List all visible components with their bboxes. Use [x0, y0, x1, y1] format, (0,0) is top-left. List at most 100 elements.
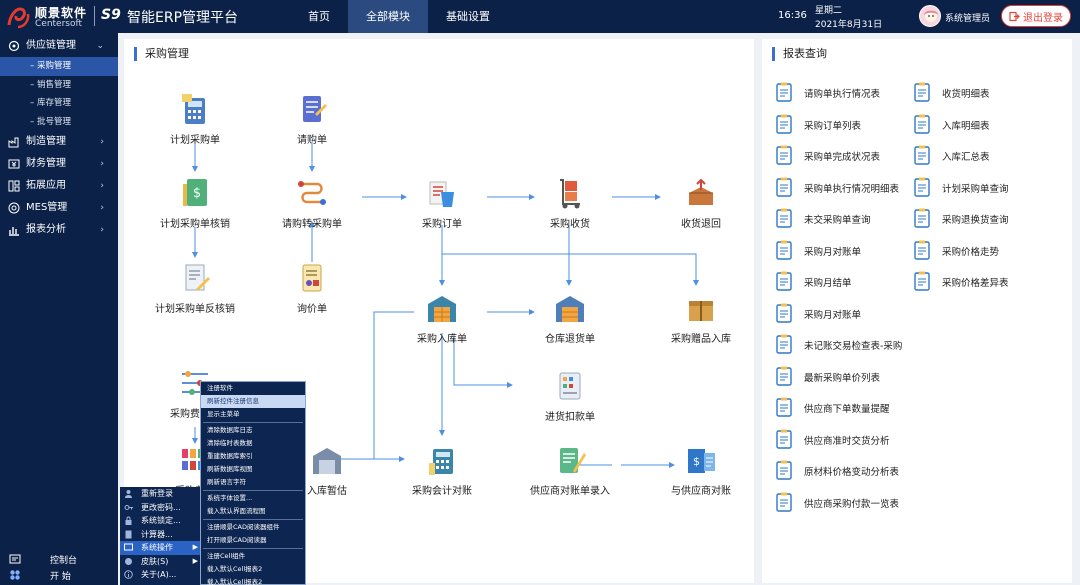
- menu-item-calculator[interactable]: 计算器...: [120, 528, 202, 542]
- flow-node-plan-unwriteoff[interactable]: 计划采购单反核销: [140, 261, 250, 315]
- report-label: 采购月对账单: [804, 246, 862, 258]
- start-context-menu: 重新登录 更改密码... 系统锁定... 计算器... 系统操作▶ 皮肤(S)▶…: [120, 487, 202, 585]
- tab-home[interactable]: 首页: [308, 10, 330, 23]
- sidebar-item-sales[interactable]: – 销售管理: [30, 79, 71, 90]
- flow-node-supplier-entry[interactable]: 供应商对账单录入: [515, 443, 625, 497]
- sidebar-group-reports[interactable]: 报表分析 ›: [0, 219, 118, 241]
- submenu-item[interactable]: 重建数据库索引: [207, 452, 253, 460]
- sidebar-group-mes[interactable]: MES管理 ›: [0, 197, 118, 219]
- report-doc-icon: [914, 208, 930, 228]
- node-label: 采购收货: [550, 219, 590, 230]
- flow-node-requisition[interactable]: 请购单: [257, 92, 367, 146]
- flow-node-plan-writeoff[interactable]: $ 计划采购单核销: [140, 176, 250, 230]
- username[interactable]: 系统管理员: [945, 14, 991, 24]
- sidebar-group-label: 报表分析: [26, 224, 66, 235]
- report-doc-icon: [776, 334, 792, 354]
- flow-node-inquiry[interactable]: 询价单: [257, 261, 367, 315]
- submenu-item[interactable]: 载入默认Cell报表2: [207, 578, 263, 585]
- sidebar-group-label: 制造管理: [26, 136, 66, 147]
- lock-icon: [125, 516, 132, 525]
- start-button[interactable]: 开 始: [0, 567, 118, 583]
- report-label: 采购订单列表: [804, 120, 862, 132]
- menu-item-about[interactable]: 关于(A)...: [120, 568, 202, 582]
- submenu-item[interactable]: 系统字体设置...: [207, 494, 253, 502]
- submenu-item[interactable]: 注册Cell组件: [207, 552, 246, 560]
- report-doc-icon: [776, 82, 792, 102]
- submenu-item[interactable]: 打开顺景CAD阅读器: [207, 536, 267, 544]
- submenu-item[interactable]: 载入默认界面流程图: [207, 507, 266, 515]
- submenu-item[interactable]: 刷新控件注册信息: [201, 395, 305, 408]
- statement-entry-icon: [560, 448, 586, 473]
- logout-icon: [1009, 11, 1020, 21]
- logout-button[interactable]: 退出登录: [1001, 5, 1071, 27]
- top-bar: 顺景软件 Centersoft S9 智能ERP管理平台 首页 全部模块 基础设…: [0, 0, 1080, 33]
- sidebar-group-finance[interactable]: 财务管理 ›: [0, 153, 118, 175]
- menu-item-lock[interactable]: 系统锁定...: [120, 514, 202, 528]
- flow-node-req-to-po[interactable]: 请购转采购单: [257, 176, 367, 230]
- flow-node-deduction[interactable]: 进货扣款单: [515, 369, 625, 423]
- submenu-item[interactable]: 清除数据库日志: [207, 426, 253, 434]
- sidebar-item-inventory[interactable]: – 库存管理: [30, 98, 71, 108]
- chevron-down-icon: ⌄: [96, 41, 104, 51]
- node-label: 请购单: [297, 135, 327, 146]
- report-label: 供应商下单数量提醒: [804, 404, 890, 415]
- tab-basic-settings[interactable]: 基础设置: [446, 10, 490, 23]
- logout-label: 退出登录: [1023, 12, 1063, 24]
- sidebar-group-extensions[interactable]: 拓展应用 ›: [0, 175, 118, 197]
- submenu-item[interactable]: 刷新数据库视图: [207, 465, 253, 473]
- submenu-arrow-icon: ▶: [192, 556, 198, 565]
- brand-name: 顺景软件: [35, 6, 88, 20]
- user-icon: [125, 490, 132, 498]
- submenu-item[interactable]: 注册顺景CAD阅读器组件: [207, 523, 280, 531]
- tab-all-modules[interactable]: 全部模块: [348, 0, 428, 33]
- flow-node-supplier-check[interactable]: $ 与供应商对账: [646, 443, 756, 497]
- console-label: 控制台: [50, 556, 78, 566]
- flow-node-plan-order[interactable]: 计划采购单: [140, 92, 250, 146]
- report-label: 供应商准时交货分析: [804, 435, 890, 447]
- node-label: 进货扣款单: [545, 412, 595, 423]
- warehouse-in-icon: [428, 296, 456, 322]
- submenu-item[interactable]: 载入默认Cell报表2: [207, 565, 263, 573]
- supply-chain-icon: [8, 40, 20, 52]
- report-label: 供应商采购付款一览表: [804, 498, 900, 510]
- menu-item-change-password[interactable]: 更改密码...: [120, 501, 202, 515]
- sidebar-item-purchase[interactable]: – 采购管理: [0, 57, 118, 76]
- node-label: 供应商对账单录入: [530, 486, 610, 497]
- flow-node-accounting[interactable]: 采购会计对账: [387, 443, 497, 497]
- flow-node-receive[interactable]: 采购收货: [515, 176, 625, 230]
- report-label: 入库汇总表: [942, 152, 990, 163]
- submenu-item[interactable]: 清除临时表数据: [207, 439, 253, 447]
- report-query-panel: 报表查询 请购单执行情况表采购订单列表采购单完成状况表采购单执行情况明细表未交采…: [762, 39, 1072, 583]
- flow-node-receive-return[interactable]: 收货退回: [646, 176, 756, 230]
- warehouse-estimate-icon: [313, 448, 341, 474]
- node-label: 计划采购单反核销: [155, 304, 235, 315]
- flow-node-est-in[interactable]: 入库暂估: [272, 443, 382, 497]
- menu-item-system-ops[interactable]: 系统操作▶: [120, 541, 202, 555]
- menu-item-skin[interactable]: 皮肤(S)▶: [120, 555, 202, 569]
- avatar[interactable]: [919, 5, 941, 27]
- flow-node-po[interactable]: 采购订单: [387, 176, 497, 230]
- node-label: 入库暂估: [307, 486, 347, 497]
- warehouse-return-icon: [556, 296, 584, 322]
- flow-node-warehouse-return[interactable]: 仓库退货单: [515, 291, 625, 345]
- report-doc-icon: [914, 145, 930, 165]
- node-label: 采购订单: [422, 219, 462, 230]
- submenu-item[interactable]: 刷新语言字符: [207, 478, 246, 486]
- submenu-item[interactable]: 显示主菜单: [207, 410, 240, 418]
- report-label: 采购退换货查询: [942, 215, 1009, 226]
- report-label: 采购月对账单: [804, 309, 862, 321]
- report-doc-icon: [914, 114, 930, 134]
- node-label: 采购费用项: [170, 409, 220, 420]
- report-doc-icon: [776, 429, 792, 449]
- flow-node-gift-in[interactable]: 采购赠品入库: [646, 291, 756, 345]
- sidebar-item-batch[interactable]: – 批号管理: [30, 116, 71, 127]
- flow-node-warehouse-in[interactable]: 采购入库单: [387, 291, 497, 345]
- sidebar-group-supply-chain[interactable]: 供应链管理 ⌄: [0, 35, 118, 57]
- supplier-check-icon: $: [688, 449, 715, 473]
- console-button[interactable]: 控制台: [0, 551, 118, 567]
- weekday: 星期二: [815, 6, 843, 16]
- sidebar-group-manufacturing[interactable]: 制造管理 ›: [0, 131, 118, 153]
- report-label: 采购单执行情况明细表: [804, 183, 900, 195]
- menu-item-relogin[interactable]: 重新登录: [120, 487, 202, 501]
- submenu-item[interactable]: 注册软件: [207, 384, 233, 392]
